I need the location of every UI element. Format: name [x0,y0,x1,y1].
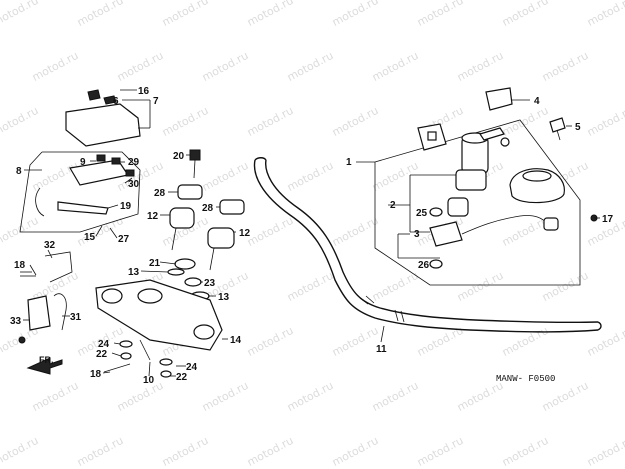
callout-25: 25 [416,208,428,219]
callout-31: 31 [70,312,82,323]
callout-16: 16 [138,86,150,97]
callout-32: 32 [44,240,56,251]
callout-17: 17 [602,214,614,225]
callout-18a: 18 [14,260,26,271]
ignition-switch-parts [418,88,597,268]
callout-21: 21 [149,258,161,269]
top-bridge-parts [96,259,222,377]
callout-10: 10 [143,375,155,386]
callout-29: 29 [128,157,140,168]
callout-20: 20 [173,151,185,162]
callout-2: 2 [390,200,396,211]
callout-12b: 12 [239,228,251,239]
callout-11: 11 [376,344,387,355]
callout-18b: 18 [90,369,102,380]
direction-label: FR. [39,355,54,365]
callout-3: 3 [414,229,420,240]
callout-28a: 28 [154,188,166,199]
callout-33: 33 [10,316,22,327]
callout-15: 15 [84,232,96,243]
callout-22a: 22 [96,349,108,360]
callout-8: 8 [16,166,22,177]
left-bracket-parts [19,252,72,343]
callout-9: 9 [80,157,86,168]
callout-24b: 24 [186,362,198,373]
callout-1: 1 [346,157,352,168]
callout-7: 7 [153,96,159,107]
callout-24a: 24 [98,339,110,350]
callout-6: 6 [113,96,119,107]
callout-12a: 12 [147,211,159,222]
callout-13b: 13 [218,292,230,303]
callout-26: 26 [418,260,430,271]
diagram-code: MANW- F0500 [496,374,555,384]
callout-14: 14 [230,335,242,346]
callout-27: 27 [118,234,130,245]
callout-19: 19 [120,201,132,212]
callout-4: 4 [534,96,540,107]
callout-23: 23 [204,278,216,289]
callout-5: 5 [575,122,581,133]
callout-22b: 22 [176,372,188,383]
callout-28b: 28 [202,203,214,214]
callout-30: 30 [128,179,140,190]
callout-13a: 13 [128,267,140,278]
